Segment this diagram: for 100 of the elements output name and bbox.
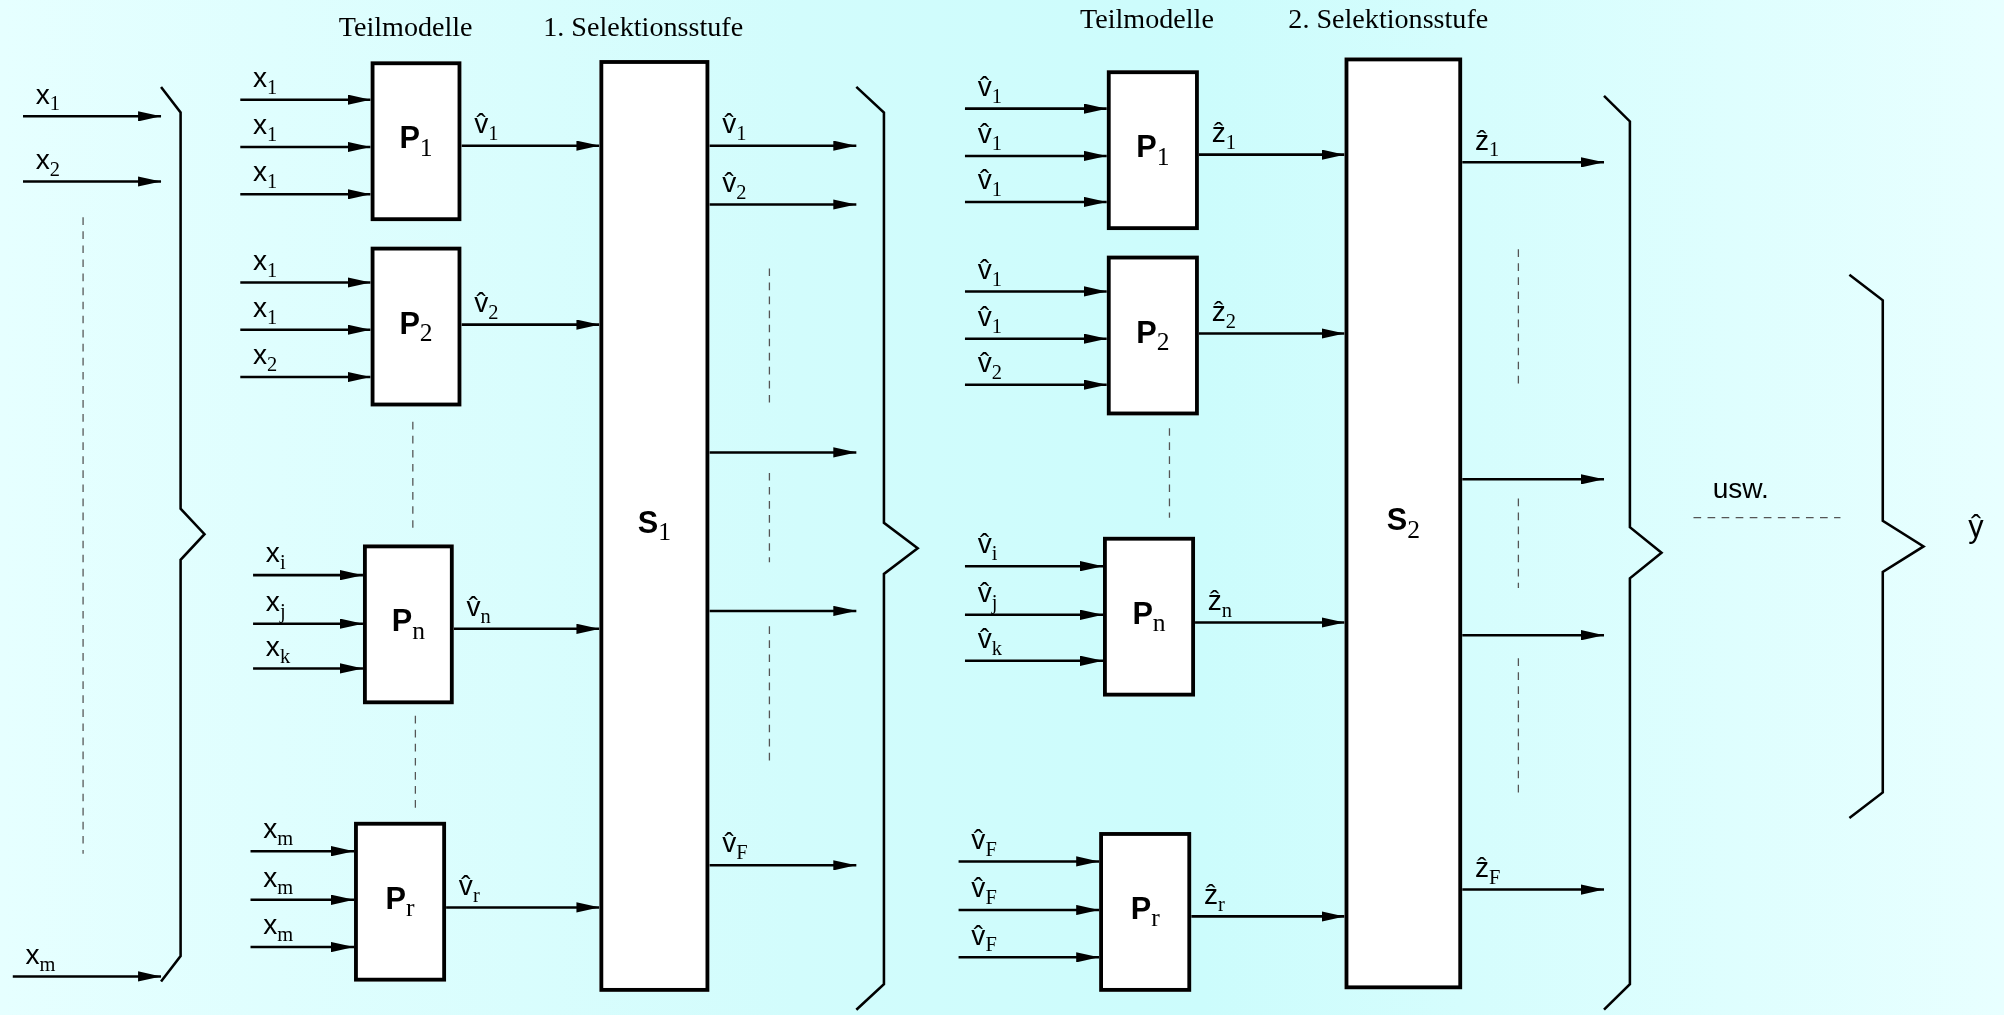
signal-label: ẑ$_{r}$ [1203, 880, 1225, 917]
column-heading: Teilmodelle [1080, 2, 1214, 36]
selection-block [1344, 57, 1463, 990]
signal-label: x$_{1}$ [253, 63, 278, 100]
signal-label: v̂$_{F}$ [971, 921, 997, 958]
arrow [1195, 617, 1345, 628]
signal-label: ẑ$_{1}$ [1474, 126, 1500, 163]
signal-label: v̂$_{2}$ [722, 168, 747, 205]
signal-label: v̂$_{2}$ [977, 348, 1003, 385]
arrow [1198, 149, 1345, 160]
selection-block [599, 60, 710, 992]
signal-label: x$_{m}$ [25, 940, 56, 977]
signal-label: v̂$_{F}$ [722, 829, 748, 866]
arrow [1462, 157, 1604, 168]
arrow [240, 277, 371, 288]
model-box [354, 821, 447, 982]
arrow [709, 199, 857, 210]
signal-label: x$_{j}$ [265, 587, 286, 625]
arrow [964, 196, 1107, 208]
curly-brace [161, 86, 205, 982]
signal-label: x$_{1}$ [35, 80, 61, 117]
signal-label: v̂$_{1}$ [474, 109, 499, 146]
signal-label: v̂$_{1}$ [977, 120, 1003, 156]
arrow [461, 319, 600, 330]
arrow [461, 140, 600, 151]
arrow [958, 952, 1100, 963]
signal-label: v̂$_{r}$ [458, 871, 480, 908]
signal-label: v̂$_{1}$ [977, 302, 1003, 339]
arrow [240, 324, 371, 335]
curly-brace [856, 86, 918, 1010]
model-box [1106, 255, 1199, 416]
signal-label: v̂$_{F}$ [971, 874, 997, 910]
signal-label: ẑ$_{F}$ [1474, 853, 1501, 890]
arrow [964, 150, 1107, 162]
column-heading: 2. Selektionsstufe [1288, 2, 1489, 36]
column-heading: Teilmodelle [338, 10, 473, 44]
arrow [958, 856, 1100, 867]
signal-label: v̂$_{n}$ [466, 593, 491, 629]
block-label: P$_{2}$ [1136, 314, 1170, 357]
signal-label: x$_{k}$ [265, 632, 291, 669]
arrow [253, 618, 363, 629]
arrow [709, 860, 857, 871]
output-symbol: ŷ [1968, 508, 1984, 545]
block-label: P$_{2}$ [399, 305, 433, 348]
arrow [446, 902, 600, 913]
model-box [370, 246, 462, 407]
block-label: S$_{2}$ [1386, 502, 1420, 545]
signal-label: ẑ$_{1}$ [1211, 118, 1236, 155]
signal-label: x$_{1}$ [253, 293, 278, 330]
continuation-text: usw. [1712, 472, 1769, 507]
column-heading: 1. Selektionsstufe [543, 10, 744, 44]
block-label: P$_{r}$ [385, 880, 415, 923]
arrow [709, 605, 857, 617]
arrow [964, 286, 1107, 297]
arrow [964, 333, 1107, 344]
model-box [370, 61, 462, 222]
arrow [240, 94, 371, 105]
arrow [964, 609, 1103, 620]
model-box [1099, 832, 1192, 992]
block-label: P$_{1}$ [399, 120, 433, 163]
model-box [1103, 536, 1195, 697]
arrow [709, 447, 857, 458]
signal-label: x$_{2}$ [35, 145, 61, 182]
arrow [709, 140, 857, 151]
signal-label: v̂$_{2}$ [474, 288, 499, 325]
arrow [1198, 328, 1345, 339]
signal-label: x$_{1}$ [253, 246, 278, 283]
arrow [240, 371, 371, 383]
arrow [250, 846, 355, 857]
signal-label: v̂$_{1}$ [977, 166, 1003, 202]
signal-label: v̂$_{1}$ [977, 255, 1003, 292]
curly-brace [1604, 95, 1662, 1010]
signal-label: x$_{m}$ [263, 815, 294, 852]
arrow [250, 894, 355, 905]
arrow [23, 111, 162, 122]
arrow [240, 189, 371, 200]
signal-label: x$_{i}$ [265, 539, 286, 576]
block-label: P$_{n}$ [1132, 595, 1166, 638]
arrow [958, 904, 1100, 916]
arrow [964, 103, 1107, 114]
signal-label: x$_{m}$ [263, 911, 294, 947]
arrow [240, 141, 371, 153]
signal-label: v̂$_{1}$ [977, 72, 1003, 109]
model-box [363, 544, 454, 705]
arrow [253, 663, 363, 674]
curly-brace [1849, 274, 1924, 818]
block-label: P$_{1}$ [1136, 129, 1170, 172]
arrow [23, 176, 162, 187]
signal-label: x$_{1}$ [253, 111, 278, 147]
block-label: P$_{n}$ [391, 603, 425, 646]
signal-label: v̂$_{j}$ [977, 579, 998, 616]
signal-label: ẑ$_{2}$ [1211, 297, 1236, 334]
arrow [12, 971, 162, 982]
arrow [1462, 474, 1604, 485]
arrow [453, 623, 600, 634]
arrow [964, 561, 1103, 572]
signal-label: x$_{m}$ [263, 864, 294, 900]
arrow [964, 379, 1107, 390]
model-box [1106, 70, 1199, 231]
arrow [253, 570, 363, 581]
